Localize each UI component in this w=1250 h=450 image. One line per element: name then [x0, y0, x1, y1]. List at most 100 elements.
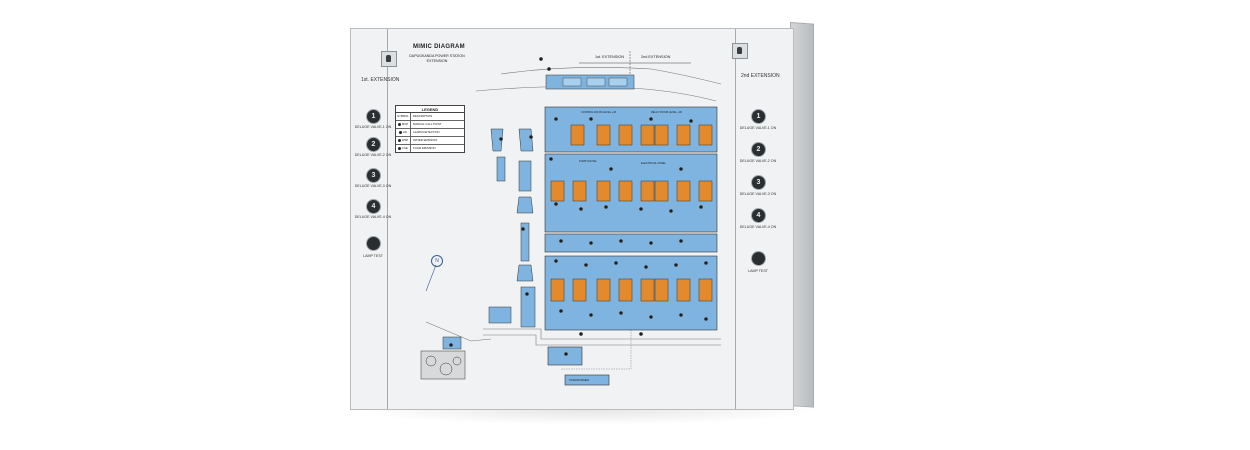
protected-unit-zone: [618, 180, 633, 202]
right-deluge-valve-1-button[interactable]: 1: [751, 109, 766, 124]
north-arrow-icon: N: [431, 255, 443, 267]
right-deluge-valve-4-button[interactable]: 4: [751, 208, 766, 223]
auxiliary-building: [496, 156, 506, 182]
left-column-heading: 1st. EXTENSION: [361, 77, 400, 83]
protected-unit-zone: [654, 124, 669, 146]
left-lock-icon[interactable]: [381, 51, 397, 67]
right-lamp-test-label: LAMP TEST: [748, 269, 768, 273]
protected-unit-zone: [640, 124, 655, 146]
pump-house-label: PUMP HOUSE: [579, 159, 597, 163]
indicator-lamp-icon: [539, 57, 543, 61]
protected-unit-zone: [550, 180, 565, 202]
road-outline: [500, 67, 722, 85]
indicator-lamp-icon: [699, 205, 703, 209]
right-deluge-valve-2-button[interactable]: 2: [751, 142, 766, 157]
legend-description: ALARM DETECTION: [413, 130, 440, 134]
left-lamp-test-button[interactable]: [366, 236, 381, 251]
indicator-lamp-icon: [554, 259, 558, 263]
tank-icon: [425, 355, 437, 367]
protected-unit-zone: [676, 124, 691, 146]
site-plan-drawing: CONTROL ROOM LEVEL +00 RELAY ROOM LEVEL …: [420, 51, 722, 386]
indicator-lamp-icon: [679, 313, 683, 317]
protected-unit-zone: [596, 180, 611, 202]
legend-row: AD ALARM DETECTION: [396, 129, 464, 137]
transformer-label: TRANSFORMER: [569, 378, 589, 382]
left-deluge-valve-1-button[interactable]: 1: [366, 109, 381, 124]
indicator-lamp-icon: [614, 261, 618, 265]
indicator-lamp-icon: [639, 332, 643, 336]
protected-unit-zone: [698, 278, 713, 302]
indicator-lamp-icon: [579, 207, 583, 211]
indicator-lamp-icon: [399, 131, 403, 134]
indicator-lamp-icon: [604, 205, 608, 209]
auxiliary-building: [520, 222, 530, 262]
road-outline: [425, 321, 492, 342]
indicator-lamp-icon: [564, 352, 568, 356]
legend-title: LEGEND: [396, 106, 464, 113]
indicator-lamp-icon: [398, 147, 402, 150]
auxiliary-building: [490, 128, 504, 152]
left-deluge-valve-1-label: DELUGE VALVE-1 ON: [354, 125, 392, 129]
site-boundary-line: [561, 329, 632, 370]
protected-unit-zone: [698, 180, 713, 202]
protected-unit-zone: [570, 124, 585, 146]
protected-unit-zone: [676, 180, 691, 202]
indicator-lamp-icon: [649, 241, 653, 245]
indicator-lamp-icon: [559, 239, 563, 243]
auxiliary-building: [516, 264, 534, 282]
indicator-lamp-group: [449, 57, 708, 356]
indicator-lamp-icon: [397, 123, 401, 126]
left-deluge-valve-3-button[interactable]: 3: [366, 168, 381, 183]
right-deluge-valve-2-label: DELUGE VALVE-2 ON: [739, 159, 777, 163]
indicator-lamp-icon: [584, 263, 588, 267]
indicator-lamp-icon: [649, 117, 653, 121]
road-outline: [483, 328, 721, 340]
right-lock-icon[interactable]: [732, 43, 748, 59]
indicator-lamp-icon: [499, 137, 503, 141]
transformer-zone: [547, 346, 583, 366]
indicator-lamp-icon: [554, 117, 558, 121]
panel-subtitle: DAPUGKANDA POWER STATION EXTENSION: [407, 54, 467, 63]
protected-unit-zone: [550, 278, 565, 302]
right-column-heading: 2nd EXTENSION: [741, 73, 780, 79]
electrical-panel-label: ELECTRICAL PANEL: [641, 161, 666, 165]
protected-unit-zone: [572, 180, 587, 202]
indicator-lamp-icon: [674, 263, 678, 267]
control-room-label: CONTROL ROOM LEVEL +00: [581, 110, 617, 114]
left-deluge-valve-2-button[interactable]: 2: [366, 137, 381, 152]
auxiliary-building: [516, 196, 534, 214]
legend-col-description: DESCRIPTION: [413, 114, 433, 118]
indicator-lamp-icon: [589, 313, 593, 317]
left-lamp-test-label: LAMP TEST: [363, 254, 383, 258]
right-deluge-valve-1-label: DELUGE VALVE-1 ON: [739, 126, 777, 130]
panel-title: MIMIC DIAGRAM: [413, 44, 465, 50]
legend-description: WATER EMISSION: [413, 138, 438, 142]
legend-row: MCP MANUAL CALL POINT: [396, 121, 464, 129]
protected-unit-zone: [596, 124, 611, 146]
legend-description: MANUAL CALL POINT: [413, 122, 442, 126]
right-deluge-valve-3-label: DELUGE VALVE-3 ON: [739, 192, 777, 196]
protected-unit-zone: [654, 278, 669, 302]
protected-unit-zone: [640, 180, 655, 202]
pump-room-zone: [442, 336, 462, 350]
indicator-lamp-icon: [589, 117, 593, 121]
indicator-lamp-icon: [704, 317, 708, 321]
indicator-lamp-icon: [579, 332, 583, 336]
left-deluge-valve-4-button[interactable]: 4: [366, 199, 381, 214]
indicator-lamp-icon: [669, 209, 673, 213]
right-deluge-valve-3-button[interactable]: 3: [751, 175, 766, 190]
indicator-lamp-icon: [554, 202, 558, 206]
relay-room-label: RELAY ROOM LEVEL +00: [651, 110, 682, 114]
transformer-yard-zone: [564, 374, 610, 386]
indicator-lamp-icon: [589, 241, 593, 245]
left-deluge-valve-3-label: DELUGE VALVE-3 ON: [354, 184, 392, 188]
north-pointer-line: [425, 264, 437, 292]
auxiliary-building: [518, 160, 532, 192]
indicator-lamp-icon: [449, 343, 453, 347]
legend-row: WSP WATER EMISSION: [396, 137, 464, 145]
indicator-lamp-icon: [525, 292, 529, 296]
legend-header-row: SYMBOL DESCRIPTION: [396, 113, 464, 121]
legend-col-symbol: SYMBOL: [396, 113, 411, 120]
indicator-lamp-icon: [559, 309, 563, 313]
right-lamp-test-button[interactable]: [751, 251, 766, 266]
